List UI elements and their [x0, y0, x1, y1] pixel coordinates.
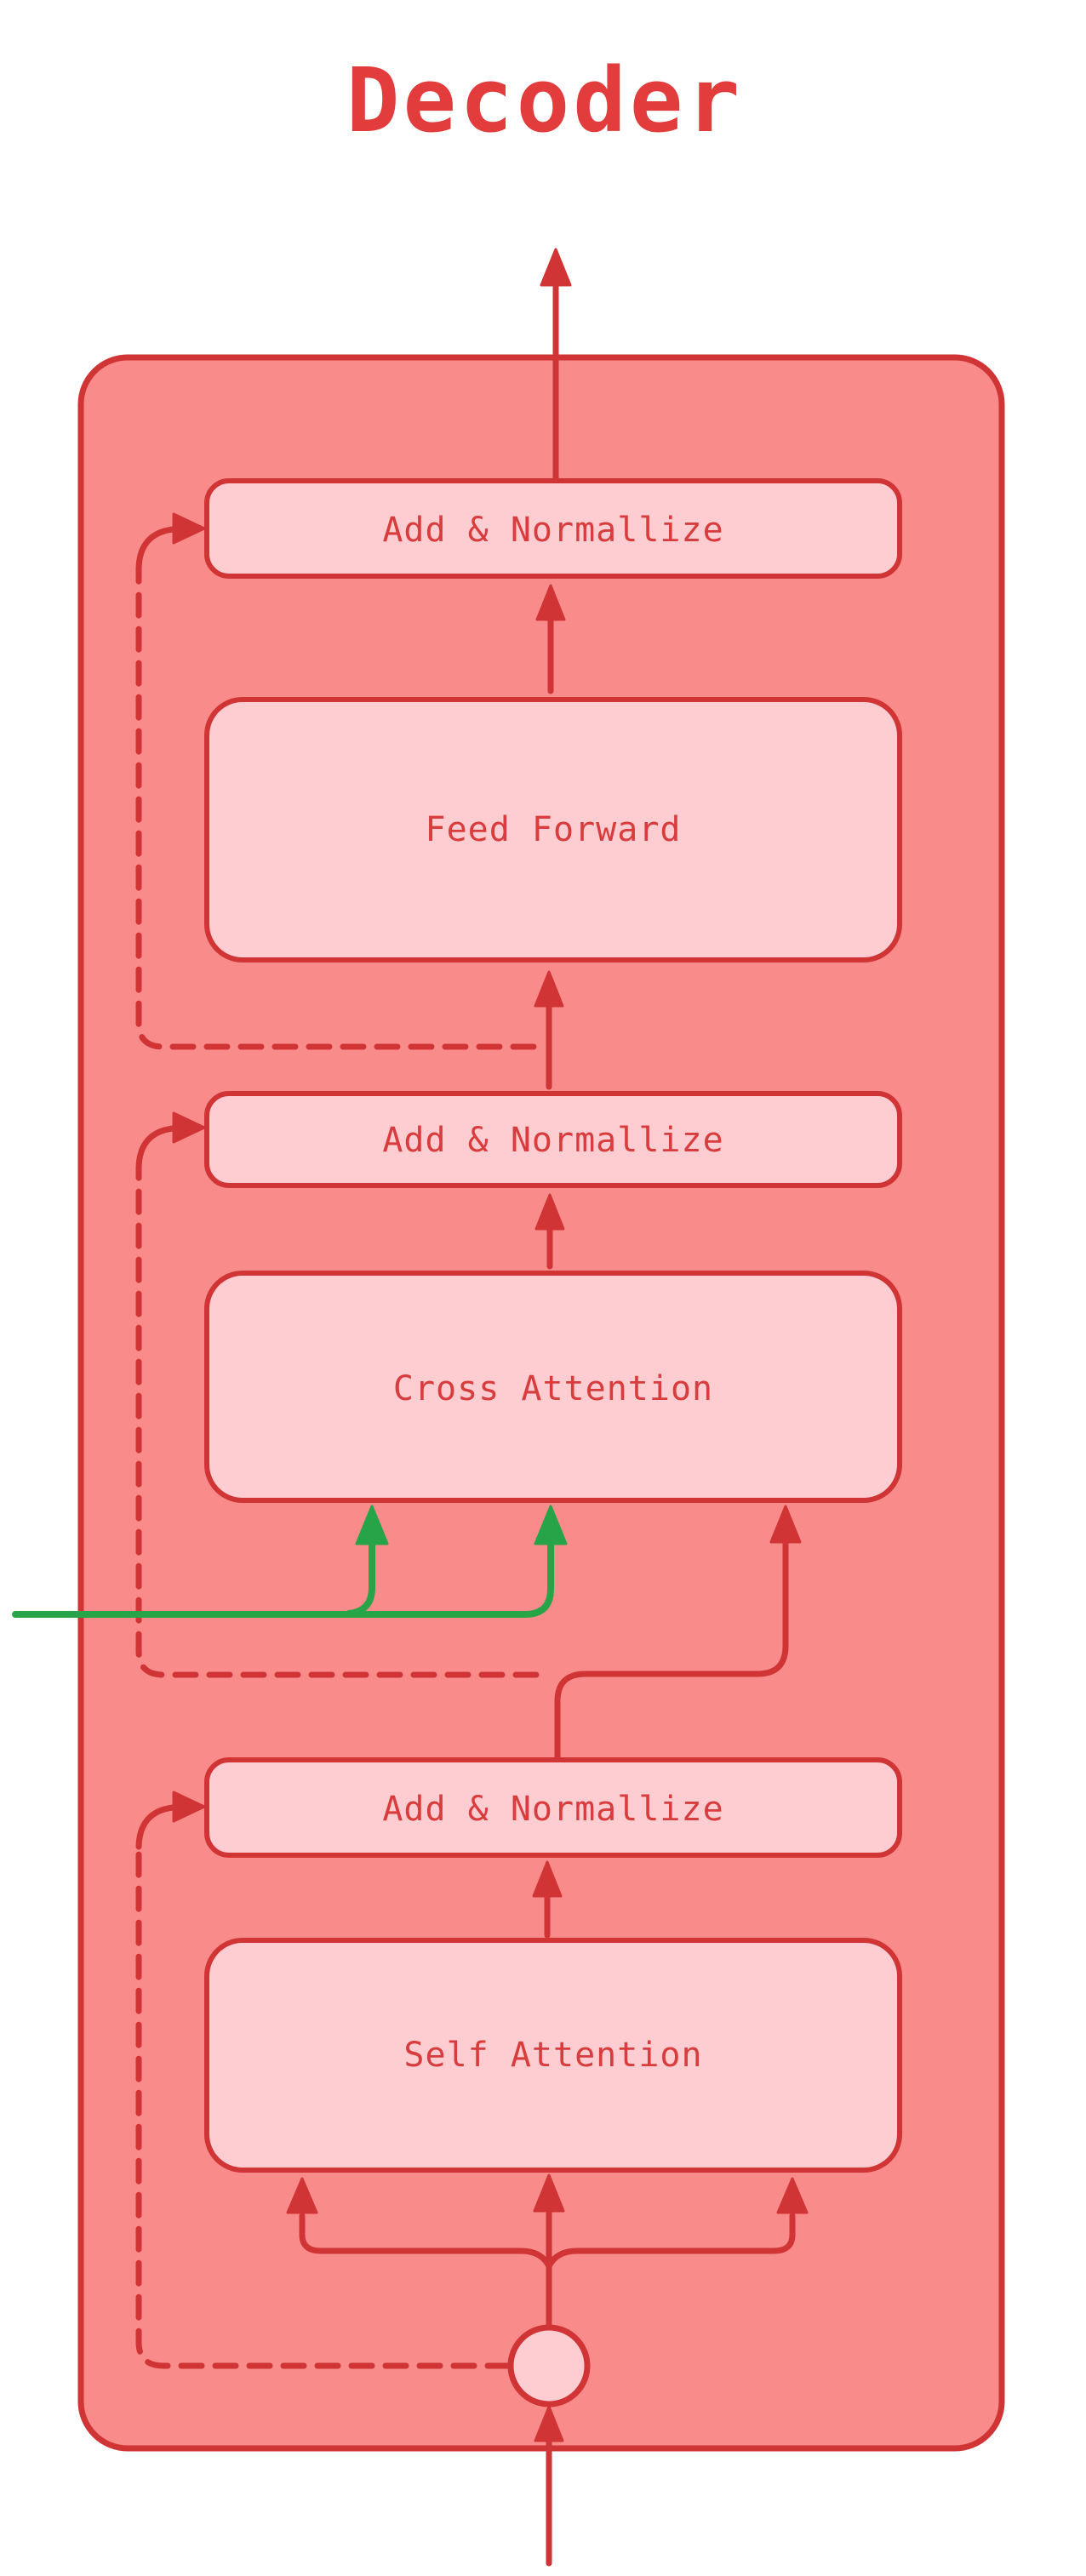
block-add-normalize-bottom: Add & Normallize [204, 1757, 902, 1858]
residual-selfattention [135, 1791, 512, 2369]
residual-feedforward [135, 512, 537, 1050]
block-label: Add & Normallize [382, 1121, 723, 1160]
block-cross-attention: Cross Attention [204, 1271, 902, 1503]
arrow-selfattention-to-addnorm [532, 1860, 563, 1939]
block-label: Cross Attention [393, 1369, 713, 1408]
block-label: Self Attention [403, 2036, 702, 2075]
block-label: Add & Normallize [382, 511, 723, 550]
arrow-addnorm-to-crossattention [554, 1505, 802, 1762]
arrow-feedforward-to-addnorm [535, 584, 566, 694]
block-label: Feed Forward [426, 810, 682, 849]
block-label: Add & Normallize [382, 1790, 723, 1829]
sum-circle [507, 2324, 591, 2408]
residual-crossattention [135, 1111, 540, 1678]
arrow-circle-to-selfattention [286, 2173, 809, 2328]
arrow-addnorm-to-feedforward [534, 970, 564, 1090]
block-feed-forward: Feed Forward [204, 697, 902, 962]
block-add-normalize-top: Add & Normallize [204, 478, 902, 579]
block-self-attention: Self Attention [204, 1938, 902, 2173]
diagram-title: Decoder [346, 49, 743, 152]
encoder-input-line [12, 1505, 568, 1618]
decoder-output-arrow [540, 248, 572, 484]
arrow-crossattention-to-addnorm [534, 1193, 565, 1270]
decoder-input-arrow [534, 2405, 564, 2567]
block-add-normalize-middle: Add & Normallize [204, 1091, 902, 1188]
